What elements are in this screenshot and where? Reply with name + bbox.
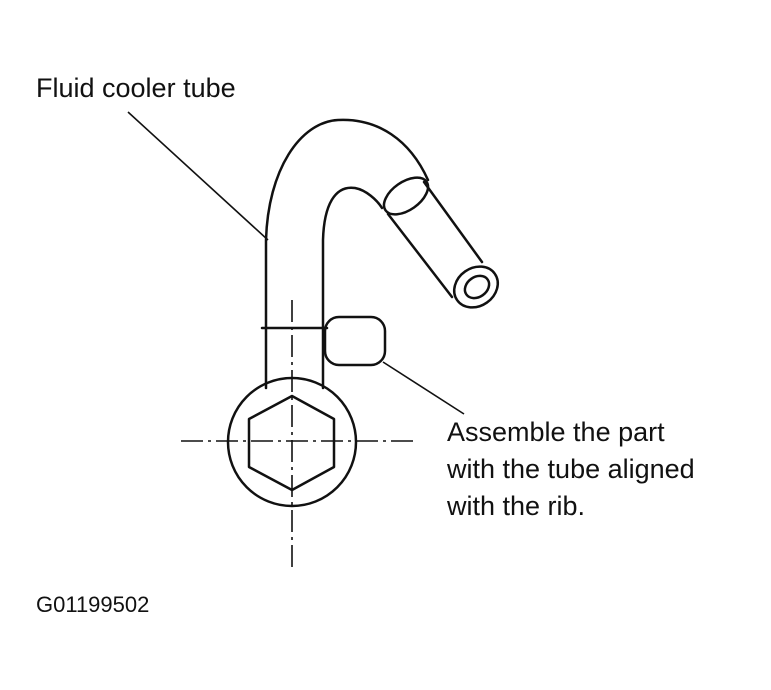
assemble-line-2: with the tube aligned — [447, 454, 695, 484]
figure-code: G01199502 — [36, 592, 150, 617]
fitting-neck — [260, 326, 329, 390]
assemble-instruction-label: Assemble the part with the tube aligned … — [447, 414, 695, 525]
fluid-cooler-tube — [264, 118, 500, 330]
tube-leader-line — [127, 111, 269, 241]
assemble-line-1: Assemble the part — [447, 417, 665, 447]
rib — [323, 315, 387, 367]
fluid-cooler-tube-label: Fluid cooler tube — [36, 73, 236, 103]
assemble-line-3: with the rib. — [447, 491, 586, 521]
rib-leader-line — [382, 361, 465, 415]
